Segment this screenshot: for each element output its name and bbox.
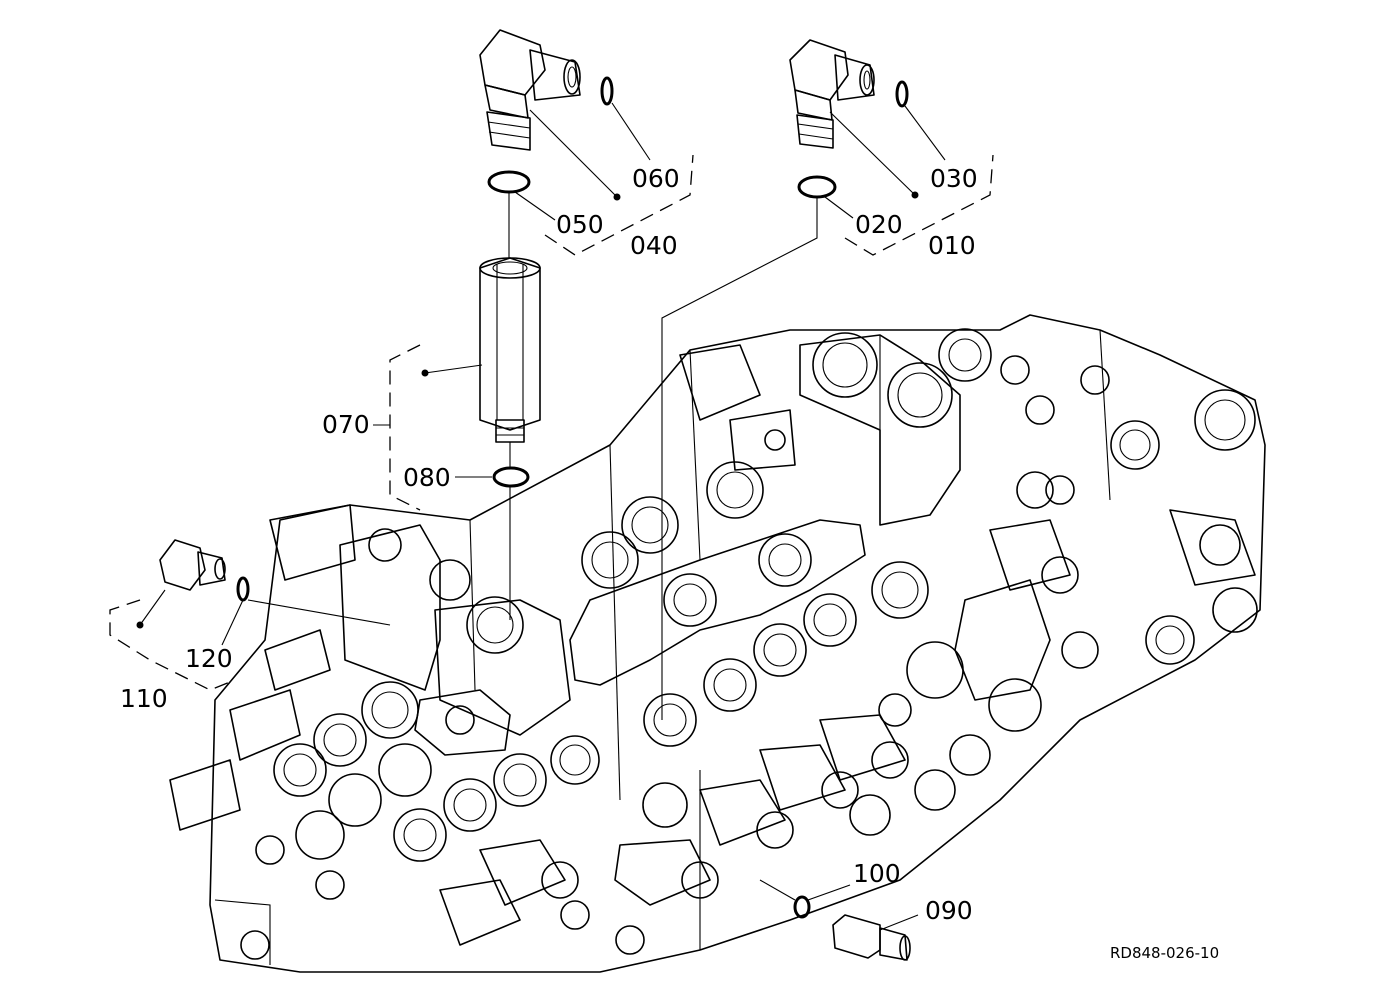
elbow-fitting-010	[789, 39, 875, 149]
control-valve-assembly	[169, 314, 1266, 973]
label-060: 060	[632, 164, 680, 193]
o-ring-030	[895, 80, 909, 108]
o-ring-080	[492, 466, 530, 488]
o-ring-050	[487, 170, 531, 194]
plug-090	[832, 914, 911, 961]
label-010: 010	[928, 231, 976, 260]
label-030: 030	[930, 164, 978, 193]
elbow-fitting-110	[159, 539, 226, 591]
elbow-fitting-040	[479, 29, 581, 151]
label-110: 110	[120, 684, 168, 713]
label-080: 080	[403, 463, 451, 492]
label-120: 120	[185, 644, 233, 673]
hex-adapter-070	[479, 257, 541, 443]
label-100: 100	[853, 859, 901, 888]
drawing-reference: RD848-026-10	[1110, 944, 1219, 962]
o-ring-060	[600, 76, 614, 106]
o-ring-020	[797, 175, 837, 199]
label-090: 090	[925, 896, 973, 925]
label-070: 070	[322, 410, 370, 439]
o-ring-100	[793, 895, 811, 919]
label-020: 020	[855, 210, 903, 239]
label-050: 050	[556, 210, 604, 239]
o-ring-120	[236, 576, 250, 602]
leader-lines	[109, 102, 994, 931]
label-040: 040	[630, 231, 678, 260]
